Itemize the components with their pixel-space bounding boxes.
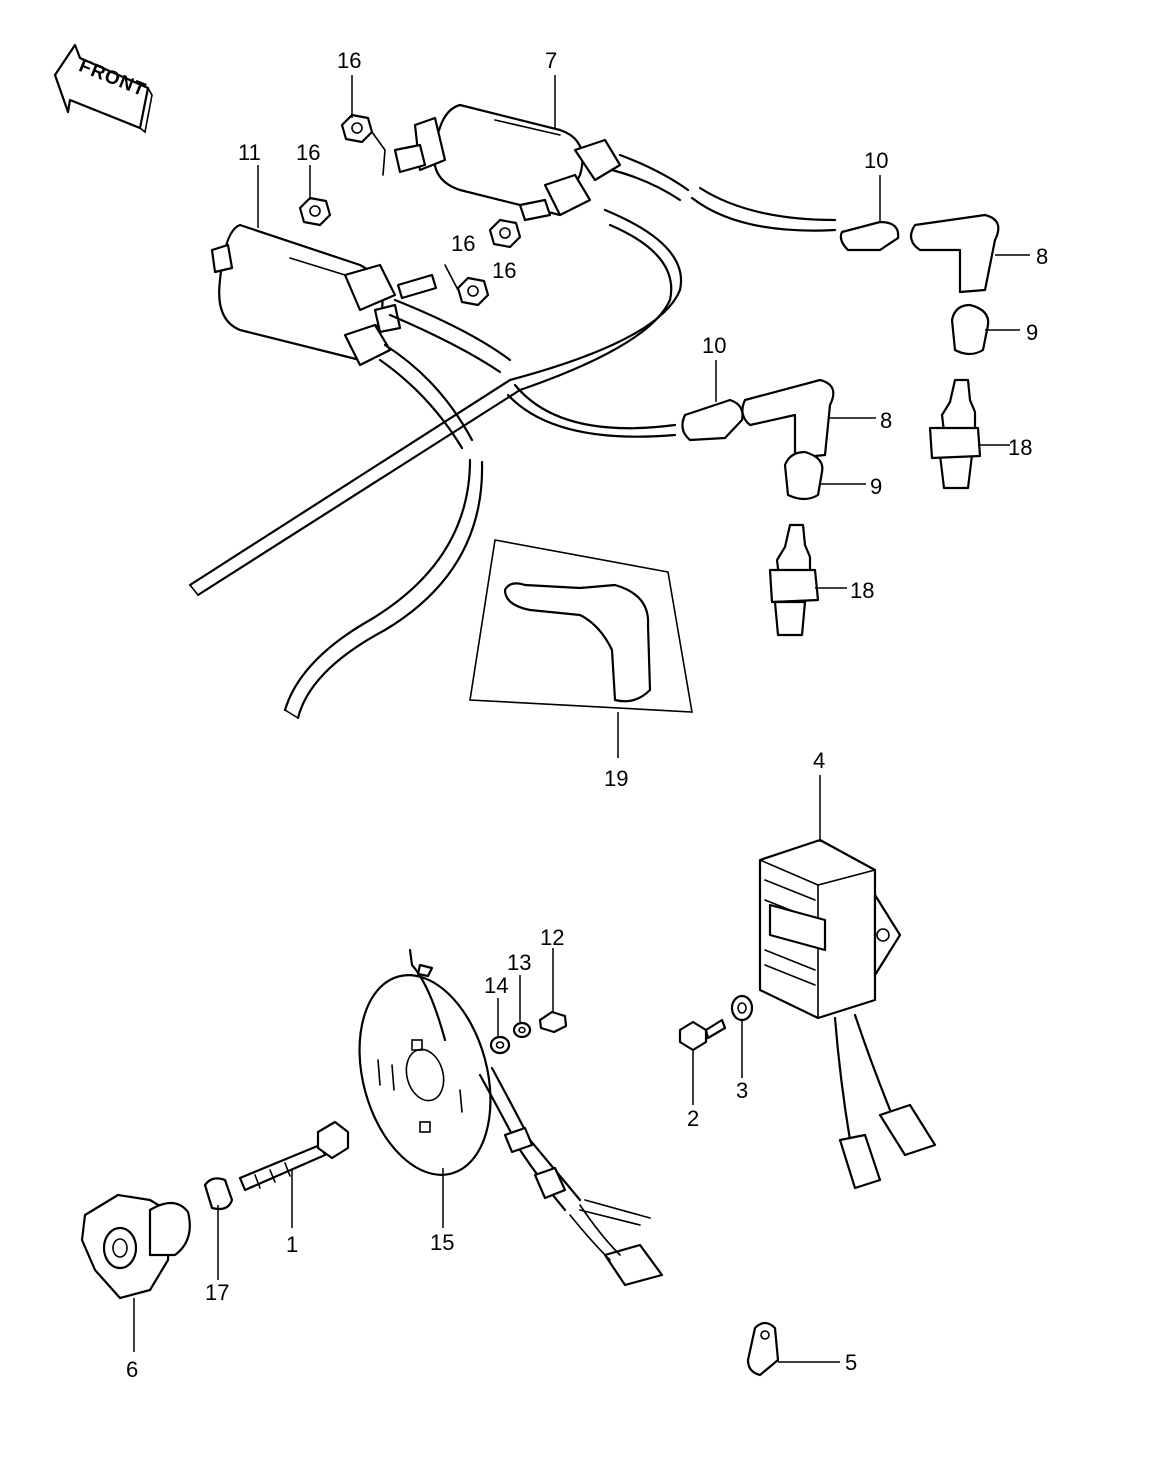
- optional-part-19-box: [469, 539, 693, 713]
- plug-cap-8-upper: [909, 213, 1000, 294]
- seal-9-upper: [950, 303, 990, 356]
- collar-17: [203, 1177, 234, 1211]
- spark-plug-18-lower: [768, 523, 820, 637]
- washer-13: [512, 1021, 532, 1039]
- seal-9-lower: [783, 450, 824, 501]
- callout-7: 7: [545, 48, 557, 73]
- nut-16-lower: [444, 264, 490, 307]
- callout-11: 11: [238, 140, 261, 165]
- washer-14: [489, 1035, 511, 1055]
- screw-12: [538, 1010, 568, 1034]
- washer-3: [730, 994, 754, 1022]
- callout-8: 8: [1036, 244, 1048, 269]
- callout-9: 9: [870, 474, 882, 499]
- callout-8: 8: [880, 408, 892, 433]
- spark-plug-18-upper: [928, 378, 982, 490]
- callout-1: 1: [286, 1232, 298, 1257]
- callout-18: 18: [850, 578, 874, 603]
- front-arrow-icon: FRONT: [53, 43, 153, 134]
- timing-rotor-6: [80, 1193, 191, 1300]
- callout-16: 16: [296, 140, 320, 165]
- cap-10-lower: [681, 398, 744, 442]
- high-tension-leads: [188, 153, 837, 720]
- callout-10: 10: [702, 333, 726, 358]
- nut-16-center: [488, 218, 522, 249]
- callout-4: 4: [813, 748, 825, 773]
- ignition-coil-upper: [393, 103, 622, 222]
- callout-16: 16: [337, 48, 361, 73]
- igniter-unit-4: [758, 838, 937, 1190]
- pickup-coil-plate-15: [358, 948, 664, 1287]
- leader-lines: [133, 75, 1030, 1363]
- clamp-5: [746, 1321, 780, 1377]
- cap-10-upper: [839, 220, 900, 252]
- callout-16: 16: [492, 258, 516, 283]
- nut-16-upper: [340, 113, 386, 176]
- callout-14: 14: [484, 973, 508, 998]
- bolt-1: [238, 1120, 350, 1192]
- nut-16-left: [298, 196, 332, 227]
- callout-3: 3: [736, 1078, 748, 1103]
- callout-5: 5: [845, 1350, 857, 1375]
- callout-13: 13: [507, 950, 531, 975]
- callout-18: 18: [1008, 435, 1032, 460]
- callout-15: 15: [430, 1230, 454, 1255]
- callout-19: 19: [604, 766, 628, 791]
- callout-2: 2: [687, 1106, 699, 1131]
- callout-6: 6: [126, 1357, 138, 1382]
- callout-9: 9: [1026, 320, 1038, 345]
- callout-16: 16: [451, 231, 475, 256]
- bolt-2: [678, 1018, 727, 1052]
- callout-10: 10: [864, 148, 888, 173]
- callout-17: 17: [205, 1280, 229, 1305]
- plug-cap-8-lower: [741, 378, 835, 460]
- ignition-coil-lower: [210, 223, 438, 367]
- callout-12: 12: [540, 925, 564, 950]
- callout-labels: 16 7 11 16 10 16 16 8 9 10 8 18 9 18 19 …: [126, 48, 1048, 1382]
